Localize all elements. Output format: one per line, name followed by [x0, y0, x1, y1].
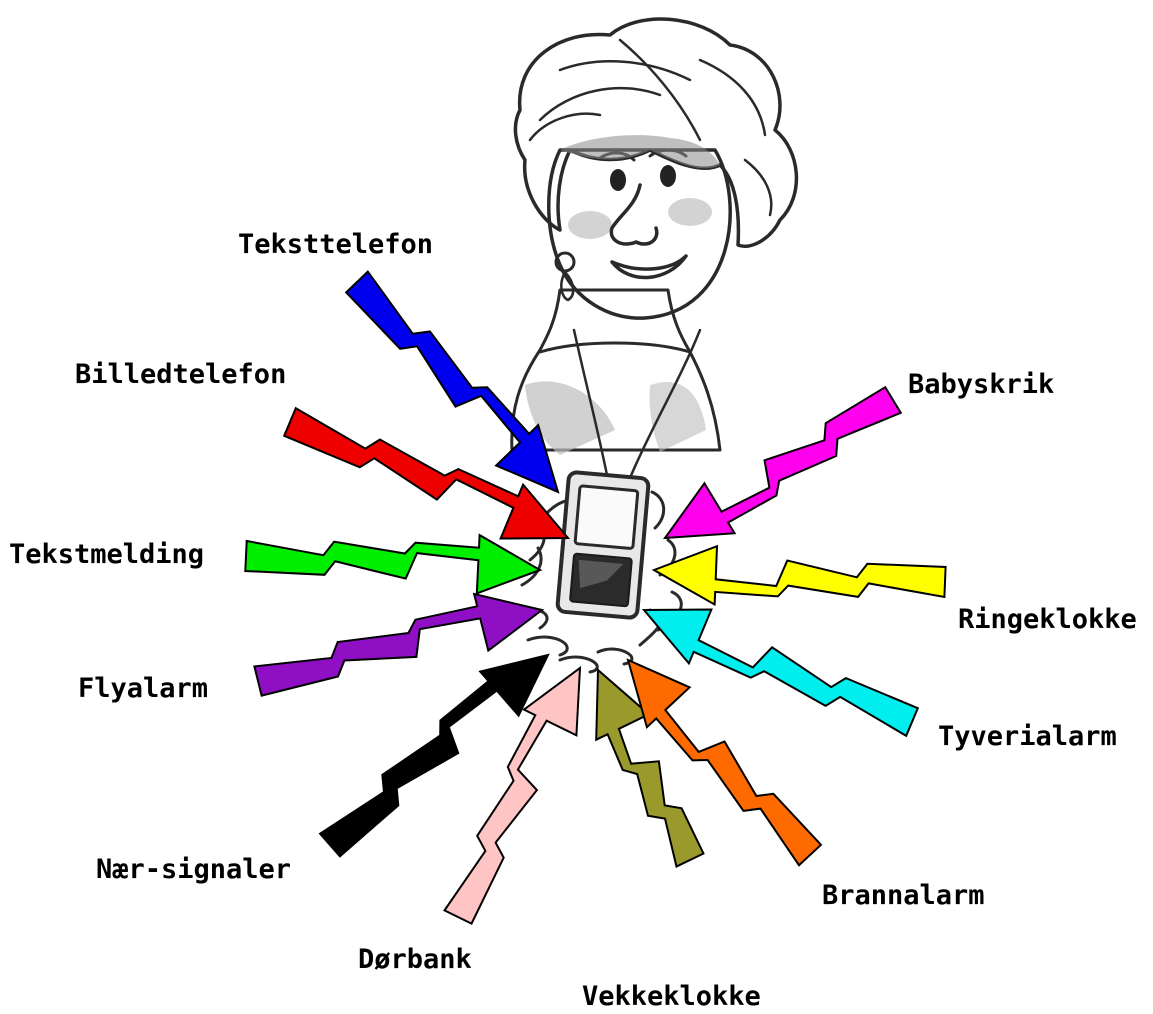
- arrow-tekstmelding: [245, 535, 540, 593]
- label-naer-signaler: Nær-signaler: [96, 854, 291, 885]
- label-vekkeklokke: Vekkeklokke: [582, 981, 761, 1012]
- right-eye: [660, 165, 676, 187]
- woman-illustration: [512, 19, 797, 480]
- arrow-ringeklokke: [654, 546, 946, 604]
- label-ringeklokke: Ringeklokke: [958, 604, 1137, 635]
- woman-collar: [540, 343, 690, 352]
- woman-nose: [611, 185, 656, 244]
- right-cheek: [668, 198, 712, 226]
- label-babyskrik: Babyskrik: [908, 369, 1054, 400]
- label-flyalarm: Flyalarm: [78, 673, 208, 704]
- pendant-screen: [575, 486, 638, 549]
- label-brannalarm: Brannalarm: [822, 880, 985, 911]
- left-eye: [610, 169, 626, 191]
- label-tekstmelding: Tekstmelding: [9, 539, 204, 570]
- label-teksttelefon: Teksttelefon: [238, 229, 433, 260]
- woman-hair: [515, 19, 796, 246]
- hair-shadow: [560, 135, 720, 168]
- label-billedtelefon: Billedtelefon: [75, 359, 286, 390]
- label-tyverialarm: Tyverialarm: [938, 721, 1117, 752]
- woman-mouth: [612, 256, 686, 278]
- label-dorbank: Dørbank: [358, 944, 472, 975]
- arrow-tyverialarm: [644, 610, 918, 736]
- left-cheek: [568, 211, 612, 239]
